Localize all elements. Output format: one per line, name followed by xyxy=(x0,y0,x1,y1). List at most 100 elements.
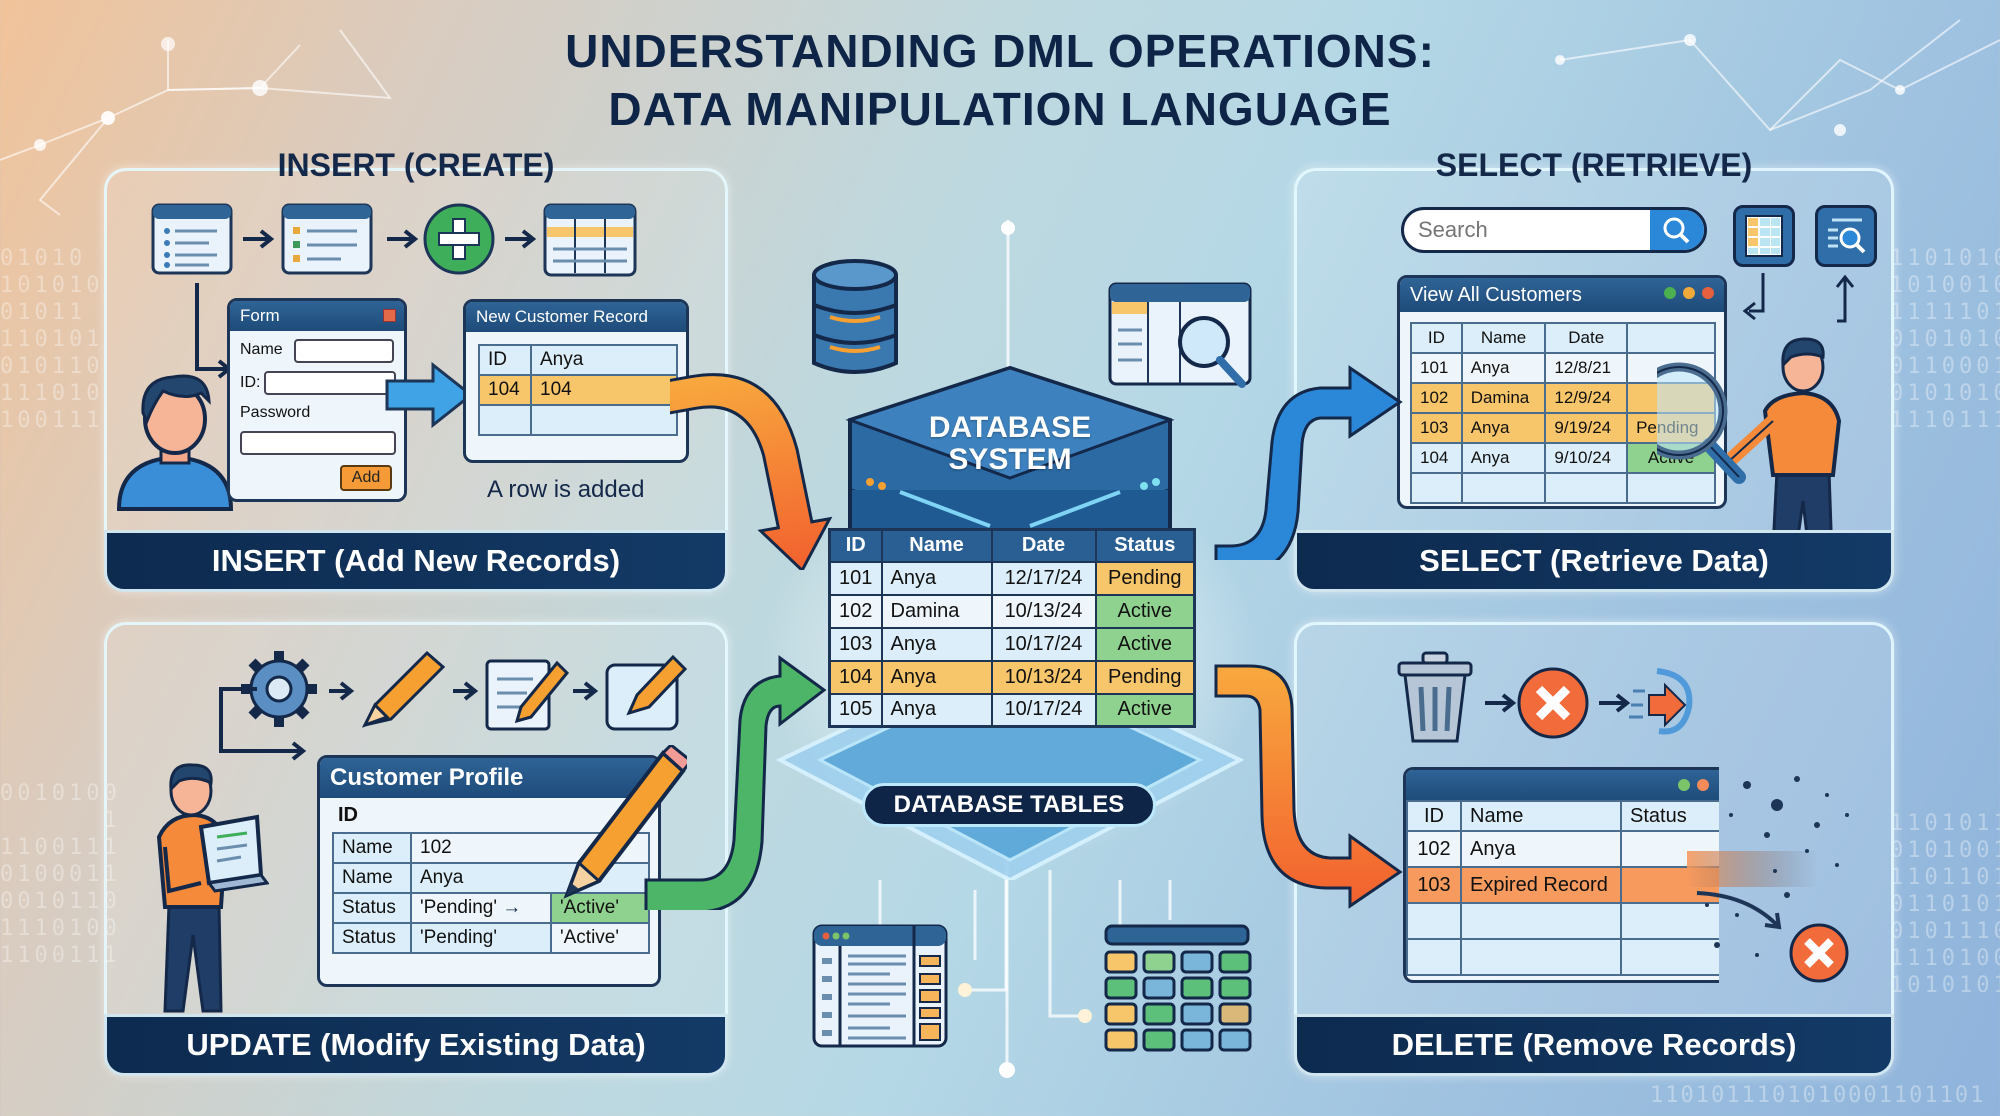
column-header: ID xyxy=(828,528,883,563)
select-heading: SELECT (RETRIEVE) xyxy=(1435,147,1753,183)
field-label: Status xyxy=(332,892,412,924)
field-label: Name xyxy=(332,832,412,864)
cell-date: 10/13/24 xyxy=(990,593,1097,629)
edit-box-icon xyxy=(605,654,688,731)
cell-date: 10/17/24 xyxy=(990,692,1097,728)
new-value[interactable]: 'Active' xyxy=(550,892,650,924)
title-line-1: UNDERSTANDING DML OPERATIONS: xyxy=(565,25,1435,77)
arrow-right-icon xyxy=(453,681,479,701)
new-value[interactable]: 'Active' xyxy=(550,922,650,954)
cell-id: 103 xyxy=(828,626,883,662)
close-dot[interactable] xyxy=(1697,779,1709,791)
cell-id: 105 xyxy=(828,692,883,728)
id-input[interactable] xyxy=(264,371,396,395)
disintegration-effect xyxy=(1687,776,1849,983)
title-line-2: DATA MANIPULATION LANGUAGE xyxy=(608,83,1392,135)
cell xyxy=(478,404,532,436)
cell-date: 12/17/24 xyxy=(990,560,1097,596)
trash-icon xyxy=(1397,651,1473,743)
column-header xyxy=(1626,322,1716,354)
old-value: 'Pending' xyxy=(410,922,552,954)
minimize-dot[interactable] xyxy=(1683,287,1695,299)
close-icon[interactable] xyxy=(383,309,396,322)
table-row[interactable] xyxy=(1410,472,1716,504)
cell: 104 xyxy=(530,374,678,406)
cell-id xyxy=(1406,938,1462,976)
arrow-right-icon xyxy=(505,229,537,249)
cell-name xyxy=(1460,472,1547,504)
select-panel: SELECT (RETRIEVE) View All Customers IDN… xyxy=(1294,147,1894,592)
user-avatar-icon xyxy=(116,374,234,511)
field-label: Status xyxy=(332,922,412,954)
grid-table-icon xyxy=(1745,215,1783,257)
db-label-line-1: DATABASE xyxy=(928,411,1092,444)
name-input[interactable] xyxy=(294,339,394,363)
arrow-right-icon: → xyxy=(502,897,522,918)
insert-panel: INSERT (CREATE) xyxy=(104,147,728,592)
password-label: Password xyxy=(240,404,311,421)
cell-id: 102 xyxy=(828,593,883,629)
window-title: View All Customers xyxy=(1410,284,1582,306)
column-header: Name xyxy=(1460,800,1622,832)
cell-date: 10/13/24 xyxy=(990,659,1097,695)
arrow-right-icon xyxy=(1599,693,1631,713)
binary-decoration: 01010 101010 01011 110101 010110 111010 … xyxy=(0,246,104,433)
add-button[interactable]: Add xyxy=(340,465,392,491)
cell: Anya xyxy=(530,344,678,376)
update-banner: UPDATE (Modify Existing Data) xyxy=(104,1014,728,1076)
cell-id: 101 xyxy=(1410,352,1463,384)
search-input[interactable] xyxy=(1404,210,1654,250)
id-label: ID xyxy=(338,804,358,826)
column-header: ID xyxy=(1406,800,1462,832)
search-icon xyxy=(1663,217,1690,244)
cell-date: 10/17/24 xyxy=(990,626,1097,662)
cell-date: 12/8/21 xyxy=(1544,352,1629,384)
cell-id xyxy=(1410,472,1463,504)
delete-x-icon xyxy=(1517,667,1589,739)
insert-flow xyxy=(151,203,637,277)
form-fields-icon xyxy=(281,203,373,275)
insert-form-window: Form Name ID: Password Add xyxy=(227,298,407,502)
delete-banner: DELETE (Remove Records) xyxy=(1294,1014,1894,1076)
form-title: Form xyxy=(240,306,280,325)
add-plus-icon xyxy=(423,203,495,275)
cell xyxy=(530,404,678,436)
cell-status: Pending xyxy=(1094,560,1196,596)
page-title: UNDERSTANDING DML OPERATIONS: DATA MANIP… xyxy=(0,22,2000,138)
cell-name xyxy=(1460,902,1622,940)
close-dot[interactable] xyxy=(1702,287,1714,299)
column-header: Name xyxy=(880,528,993,563)
maximize-dot[interactable] xyxy=(1678,779,1690,791)
delete-flow xyxy=(1397,651,1693,743)
password-input[interactable] xyxy=(240,431,396,455)
cell-status: Active xyxy=(1094,626,1196,662)
form-list-icon xyxy=(151,203,233,275)
database-system-label: DATABASE SYSTEM xyxy=(760,412,1260,476)
column-header: Status xyxy=(1620,800,1719,832)
cell-name: Anya xyxy=(880,626,993,662)
insert-heading: INSERT (CREATE) xyxy=(277,147,555,183)
column-header: Status xyxy=(1094,528,1196,563)
field-label: Name xyxy=(332,862,412,894)
search-list-button[interactable] xyxy=(1815,205,1877,267)
table-row[interactable] xyxy=(1406,902,1719,940)
table-row[interactable] xyxy=(1406,938,1719,976)
maximize-dot[interactable] xyxy=(1664,287,1676,299)
cell-status: Active xyxy=(1094,593,1196,629)
cell-id: 101 xyxy=(828,560,883,596)
search-button[interactable] xyxy=(1650,210,1704,250)
table-view-button[interactable] xyxy=(1733,205,1795,267)
